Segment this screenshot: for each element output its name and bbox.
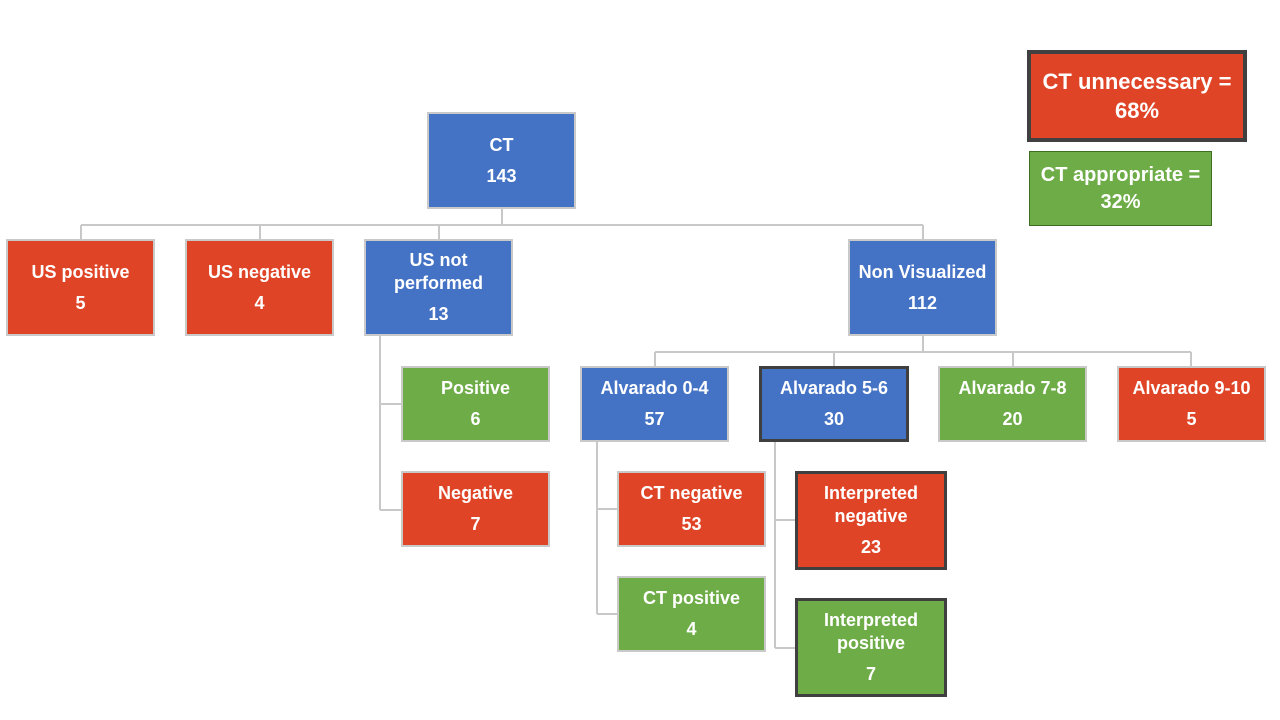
connector-ct-children — [80, 209, 924, 241]
node-positive: Positive 6 — [401, 366, 550, 442]
connector-alvarado-0-4-children — [596, 441, 619, 615]
node-label: US not performed — [393, 250, 483, 293]
node-alvarado-9-10: Alvarado 9-10 5 — [1117, 366, 1266, 442]
node-ct: CT 143 — [427, 112, 576, 209]
node-us-positive: US positive 5 — [6, 239, 155, 336]
node-value: 4 — [686, 619, 697, 639]
node-label: Alvarado 5-6 — [779, 378, 889, 398]
node-ct-positive: CT positive 4 — [617, 576, 766, 652]
node-label: Alvarado 9-10 — [1132, 378, 1251, 398]
node-label: Negative — [437, 483, 514, 503]
node-label: CT — [489, 134, 514, 155]
node-label: Interpreted negative — [823, 483, 919, 526]
node-value: 7 — [470, 514, 481, 534]
legend-ct-unnecessary: CT unnecessary = 68% — [1027, 50, 1247, 142]
node-label: Positive — [440, 378, 511, 398]
node-interpreted-negative: Interpreted negative 23 — [795, 471, 947, 570]
node-alvarado-7-8: Alvarado 7-8 20 — [938, 366, 1087, 442]
node-value: 6 — [470, 409, 481, 429]
node-value: 143 — [486, 165, 517, 186]
node-value: 13 — [428, 304, 449, 324]
node-us-not-performed: US not performed 13 — [364, 239, 513, 336]
node-value: 5 — [1186, 409, 1197, 429]
node-value: 4 — [254, 292, 265, 313]
connector-alvarado-5-6-children — [774, 441, 797, 649]
node-label: Alvarado 7-8 — [958, 378, 1067, 398]
node-value: 53 — [681, 514, 702, 534]
node-label: US positive — [31, 261, 130, 282]
connector-non-visualized-children — [654, 335, 1192, 368]
node-non-visualized: Non Visualized 112 — [848, 239, 997, 336]
legend-text: CT appropriate = 32% — [1040, 163, 1201, 213]
legend-ct-appropriate: CT appropriate = 32% — [1029, 151, 1212, 226]
node-label: CT positive — [642, 588, 740, 608]
connector-us-not-performed-children — [379, 335, 403, 511]
node-label: Interpreted positive — [823, 610, 919, 653]
node-ct-negative: CT negative 53 — [617, 471, 766, 547]
node-alvarado-0-4: Alvarado 0-4 57 — [580, 366, 729, 442]
node-negative: Negative 7 — [401, 471, 550, 547]
node-interpreted-positive: Interpreted positive 7 — [795, 598, 947, 697]
node-value: 23 — [860, 537, 882, 557]
node-label: Non Visualized — [858, 261, 987, 282]
node-us-negative: US negative 4 — [185, 239, 334, 336]
node-label: CT negative — [640, 483, 743, 503]
node-alvarado-5-6: Alvarado 5-6 30 — [759, 366, 909, 442]
node-value: 30 — [823, 409, 845, 429]
node-value: 20 — [1002, 409, 1023, 429]
node-value: 5 — [75, 292, 86, 313]
node-value: 112 — [907, 292, 938, 313]
node-value: 57 — [644, 409, 665, 429]
node-value: 7 — [865, 664, 876, 684]
node-label: US negative — [207, 261, 312, 282]
node-label: Alvarado 0-4 — [600, 378, 709, 398]
legend-text: CT unnecessary = 68% — [1042, 69, 1232, 123]
